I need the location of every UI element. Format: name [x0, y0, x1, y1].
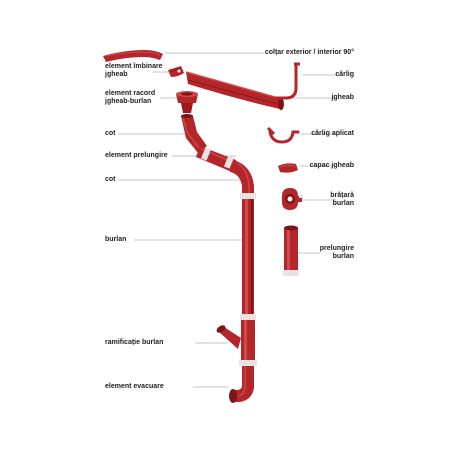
prelungire-burlan-piece [283, 225, 299, 276]
cot-top-piece [181, 114, 207, 153]
label-cot-bottom: cot [105, 176, 116, 183]
label-jgheab: jgheab [331, 94, 354, 101]
label-burlan: burlan [105, 236, 127, 243]
label-prelungire-burlan-text: prelungire burlan [319, 245, 354, 260]
label-bratara-burlan: brățară burlan [330, 192, 354, 208]
label-ramificatie-burlan: ramificație burlan [105, 339, 164, 346]
element-racord-piece [176, 91, 198, 113]
label-bratara-burlan-text: brățară burlan [330, 192, 354, 207]
cot-bottom-piece [230, 160, 256, 200]
label-carlig-aplicat: cârlig aplicat [311, 130, 354, 137]
element-prelungire-piece [196, 146, 236, 172]
carlig-piece [274, 62, 300, 100]
label-element-racord: element racord jgheab-burlan [105, 90, 155, 106]
label-element-racord-text: element racord jgheab-burlan [105, 90, 156, 105]
label-coltar: colțar exterior / interior 90° [264, 49, 354, 56]
burlan-piece [240, 199, 256, 321]
jgheab-piece [185, 71, 284, 110]
label-prelungire-burlan: prelungire burlan [320, 245, 354, 261]
label-element-prelungire: element prelungire [105, 152, 168, 159]
label-capac-jgheab: capac jgheab [309, 162, 354, 169]
leader-lines [118, 52, 336, 388]
bratara-piece [282, 188, 303, 210]
label-element-imbinare-text: element îmbinare jgheab [105, 63, 163, 78]
coltar-piece [103, 50, 163, 62]
label-cot-top: cot [105, 130, 116, 137]
element-evacuare-piece [229, 366, 254, 403]
capac-jgheab-piece [278, 163, 298, 173]
ramificatie-piece [216, 320, 257, 366]
label-element-imbinare: element îmbinare jgheab [105, 63, 163, 79]
label-element-evacuare: element evacuare [105, 383, 164, 390]
carlig-aplicat-piece [266, 126, 300, 144]
element-imbinare-piece [168, 66, 184, 77]
label-carlig: cârlig [335, 71, 354, 78]
